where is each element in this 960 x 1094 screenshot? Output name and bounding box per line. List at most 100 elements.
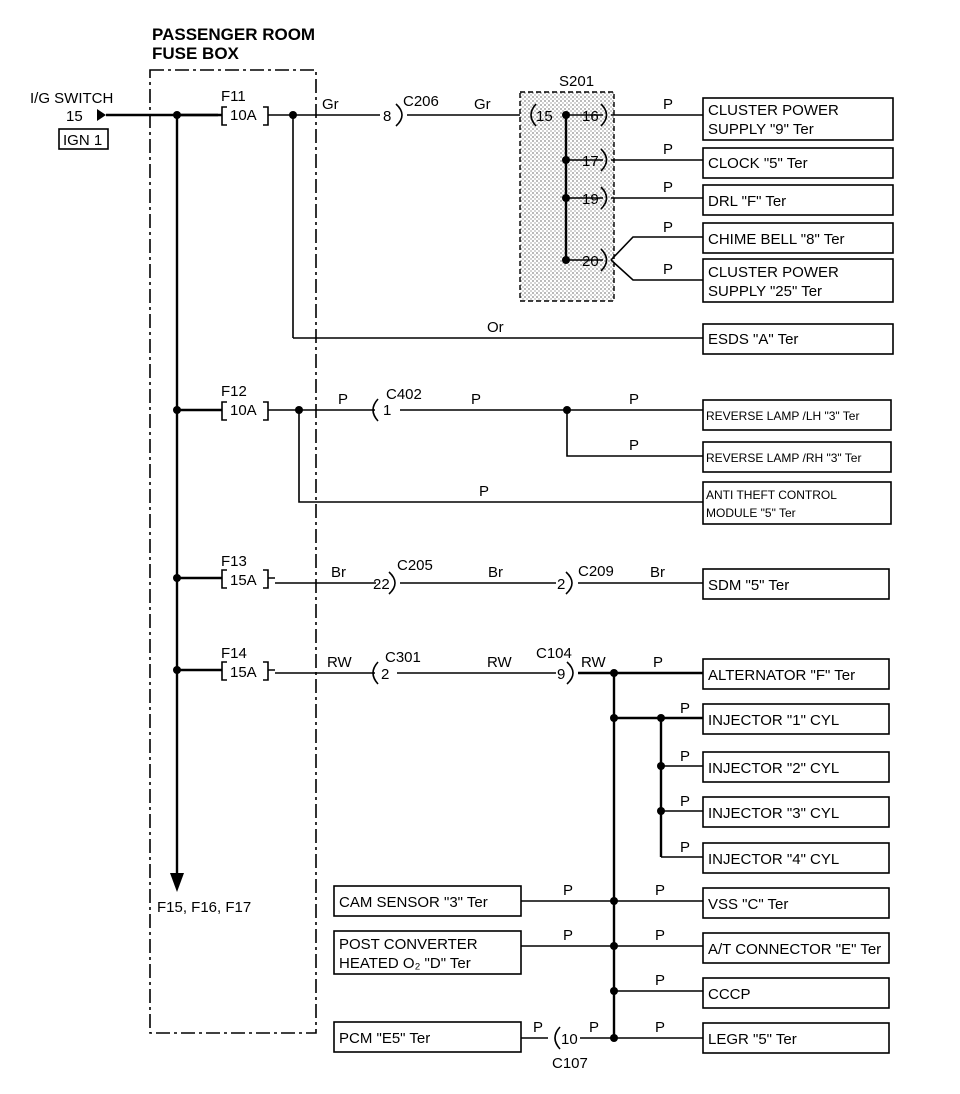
wire-color-p-23: P — [589, 1019, 599, 1036]
wire-color-p-13: P — [680, 748, 690, 765]
fuse-f12: F12 10A — [177, 383, 275, 421]
wire-color-p-6: P — [338, 391, 348, 408]
c205-pin: 22 — [373, 576, 390, 593]
wire-color-p-7: P — [471, 391, 481, 408]
c205-label: C205 — [397, 557, 433, 574]
fuse-f11-rating: 10A — [230, 107, 257, 124]
wire-color-p-11: P — [653, 654, 663, 671]
terminal-sdm: SDM "5" Ter — [708, 577, 789, 594]
f13-circuit: Br 22 C205 Br 2 C209 Br — [275, 557, 703, 595]
f14-circuit: RW 2 C301 RW 9 C104 RW P P P P P P — [275, 645, 703, 1072]
terminal-reverse-lamp-rh: REVERSE LAMP /RH "3" Ter — [706, 451, 861, 465]
wire-color-p-8: P — [629, 391, 639, 408]
main-bus: F15, F16, F17 — [106, 111, 251, 916]
fuse-box-title-line1: PASSENGER ROOM — [152, 25, 315, 44]
fuse-box: PASSENGER ROOM FUSE BOX — [149, 25, 317, 1034]
terminal-anti-theft-line1: ANTI THEFT CONTROL — [706, 488, 837, 502]
wire-color-gr-1: Gr — [322, 96, 339, 113]
s201-pin-16: 16 — [582, 108, 599, 125]
splice-s201: S201 15 16 17 19 20 — [519, 73, 615, 302]
fuse-f13-name: F13 — [221, 553, 247, 570]
f11-circuit: Gr 8 C206 Gr Or — [275, 93, 703, 339]
terminal-chime-bell: CHIME BELL "8" Ter — [708, 231, 845, 248]
wire-color-p-21: P — [563, 927, 573, 944]
terminal-injector-1: INJECTOR "1" CYL — [708, 712, 839, 729]
wire-color-br-1: Br — [331, 564, 346, 581]
terminal-at-connector: A/T CONNECTOR "E" Ter — [708, 941, 881, 958]
c107-pin: 10 — [561, 1031, 578, 1048]
wire-color-p-3: P — [663, 179, 673, 196]
bus-continuation-label: F15, F16, F17 — [157, 899, 251, 916]
terminal-cluster-9-line2: SUPPLY "9" Ter — [708, 121, 814, 138]
terminal-cluster-9-line1: CLUSTER POWER — [708, 102, 839, 119]
left-terminal-boxes: CAM SENSOR "3" Ter POST CONVERTER HEATED… — [333, 885, 522, 1053]
wire-color-p-19: P — [655, 1019, 665, 1036]
terminal-cluster-25-line2: SUPPLY "25" Ter — [708, 283, 822, 300]
s201-label: S201 — [559, 73, 594, 90]
ig-switch-label: I/G SWITCH — [30, 90, 113, 107]
terminal-drl: DRL "F" Ter — [708, 193, 786, 210]
wire-color-or: Or — [487, 319, 504, 336]
wire-color-p-17: P — [655, 927, 665, 944]
terminal-clock: CLOCK "5" Ter — [708, 155, 808, 172]
fuse-f12-rating: 10A — [230, 402, 257, 419]
terminal-injector-4: INJECTOR "4" CYL — [708, 851, 839, 868]
terminal-legr: LEGR "5" Ter — [708, 1031, 797, 1048]
switch-terminal-icon — [97, 109, 106, 121]
wire-color-gr-2: Gr — [474, 96, 491, 113]
terminal-esds: ESDS "A" Ter — [708, 331, 798, 348]
fuse-f14-name: F14 — [221, 645, 247, 662]
fuse-f14: F14 15A — [177, 645, 275, 681]
c402-label: C402 — [386, 386, 422, 403]
terminal-cccp: CCCP — [708, 986, 751, 1003]
wire-color-p-9: P — [629, 437, 639, 454]
fuse-f13-rating: 15A — [230, 572, 257, 589]
terminal-injector-3: INJECTOR "3" CYL — [708, 805, 839, 822]
c402-pin: 1 — [383, 402, 391, 419]
terminal-boxes: CLUSTER POWER SUPPLY "9" Ter CLOCK "5" T… — [702, 97, 894, 1054]
wire-color-rw-3: RW — [581, 654, 607, 671]
wire-color-p-10: P — [479, 483, 489, 500]
terminal-cluster-25-line1: CLUSTER POWER — [708, 264, 839, 281]
ign1-tag: IGN 1 — [63, 132, 102, 149]
wire-color-br-3: Br — [650, 564, 665, 581]
wire-color-p-14: P — [680, 793, 690, 810]
wire-color-br-2: Br — [488, 564, 503, 581]
f12-circuit: P 1 C402 P P P P — [275, 386, 703, 503]
wire-color-p-15: P — [680, 839, 690, 856]
wire-color-p-1: P — [663, 96, 673, 113]
terminal-injector-2: INJECTOR "2" CYL — [708, 760, 839, 777]
c206-label: C206 — [403, 93, 439, 110]
terminal-cam-sensor: CAM SENSOR "3" Ter — [339, 894, 488, 911]
fuse-f12-name: F12 — [221, 383, 247, 400]
c209-label: C209 — [578, 563, 614, 580]
fuse-f13: F13 15A — [177, 553, 275, 589]
terminal-pcm: PCM "E5" Ter — [339, 1030, 430, 1047]
c104-label: C104 — [536, 645, 572, 662]
s201-pin-20: 20 — [582, 253, 599, 270]
c301-label: C301 — [385, 649, 421, 666]
wire-color-rw-1: RW — [327, 654, 353, 671]
terminal-post-converter-line2: HEATED O₂ "D" Ter — [339, 955, 471, 972]
fuse-f14-rating: 15A — [230, 664, 257, 681]
terminal-anti-theft-line2: MODULE "5" Ter — [706, 506, 796, 520]
wire-color-p-5: P — [663, 261, 673, 278]
c206-pin: 8 — [383, 108, 391, 125]
c209-pin: 2 — [557, 576, 565, 593]
wire-color-p-12: P — [680, 700, 690, 717]
ignition-switch: I/G SWITCH 15 IGN 1 — [30, 90, 113, 150]
wire-color-p-18: P — [655, 972, 665, 989]
s201-outputs: P P P P P — [610, 96, 703, 281]
c301-pin: 2 — [381, 666, 389, 683]
s201-pin-17: 17 — [582, 153, 599, 170]
wire-color-p-4: P — [663, 219, 673, 236]
wire-color-p-16: P — [655, 882, 665, 899]
s201-pin-19: 19 — [582, 191, 599, 208]
wire-color-p-20: P — [563, 882, 573, 899]
fuse-f11: F11 10A — [177, 88, 275, 126]
c104-pin: 9 — [557, 666, 565, 683]
terminal-reverse-lamp-lh: REVERSE LAMP /LH "3" Ter — [706, 409, 859, 423]
terminal-post-converter-line1: POST CONVERTER — [339, 936, 478, 953]
c107-label: C107 — [552, 1055, 588, 1072]
